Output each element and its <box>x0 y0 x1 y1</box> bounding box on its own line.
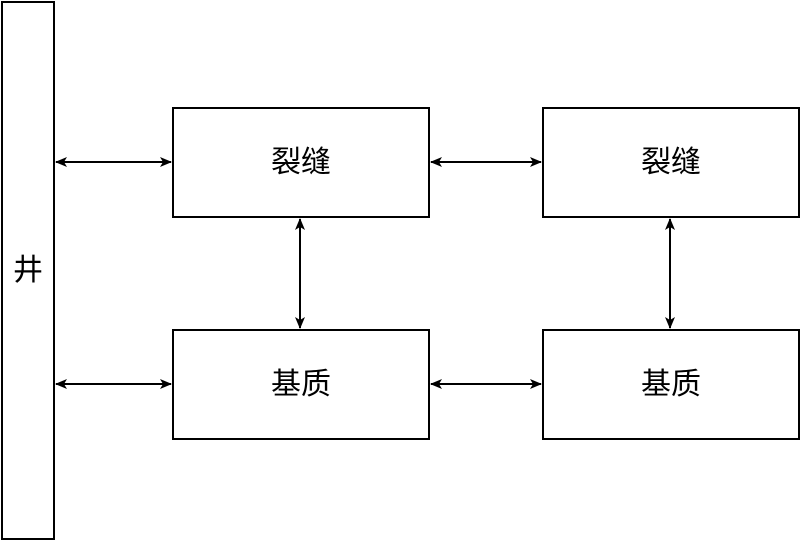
fracture-box-left: 裂缝 <box>172 107 430 218</box>
matrix-box-left: 基质 <box>172 329 430 440</box>
well-label: 井 <box>13 252 43 288</box>
fracture-label-right: 裂缝 <box>641 144 701 180</box>
matrix-box-right: 基质 <box>542 329 800 440</box>
matrix-label-right: 基质 <box>641 366 701 402</box>
fracture-label-left: 裂缝 <box>271 144 331 180</box>
matrix-label-left: 基质 <box>271 366 331 402</box>
well-box: 井 <box>1 1 55 540</box>
fracture-box-right: 裂缝 <box>542 107 800 218</box>
